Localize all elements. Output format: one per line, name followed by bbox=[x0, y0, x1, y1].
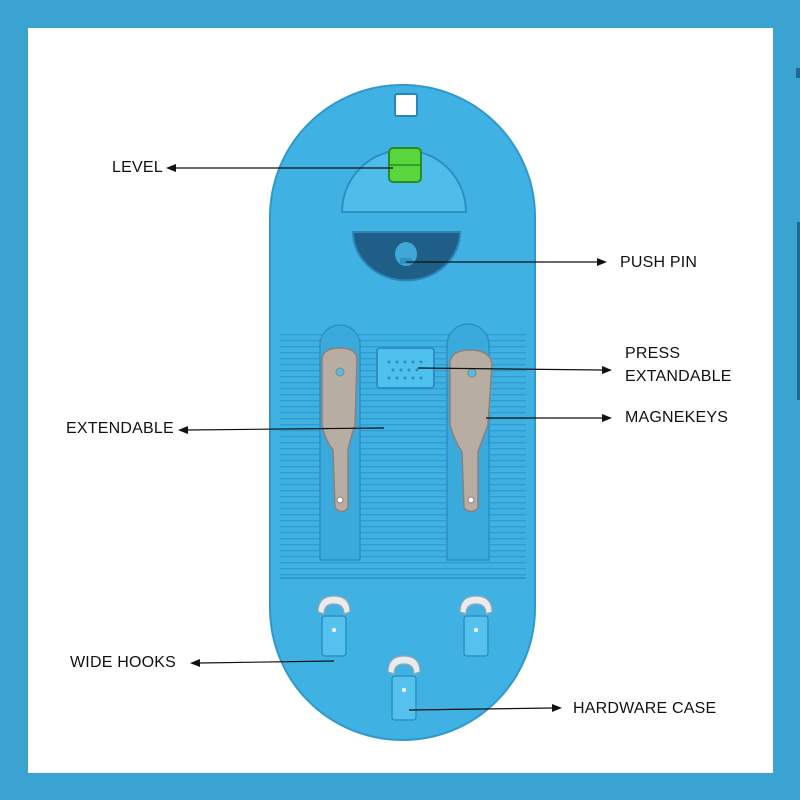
frame-edge-mark-top bbox=[796, 68, 800, 78]
callout-hardware-case bbox=[408, 704, 562, 712]
label-extandable: EXTANDABLE bbox=[625, 368, 732, 385]
wide-hook-bottom bbox=[387, 655, 421, 721]
wide-hook-right bbox=[459, 595, 493, 657]
label-press: PRESS bbox=[625, 345, 681, 362]
label-extendable: EXTENDABLE bbox=[66, 420, 174, 437]
magnekey-left bbox=[321, 347, 358, 513]
label-hardware-case: HARDWARE CASE bbox=[573, 700, 717, 717]
callout-wide-hooks bbox=[190, 659, 335, 667]
callout-extendable bbox=[178, 426, 385, 434]
callout-press-extandable bbox=[417, 366, 612, 374]
label-wide-hooks: WIDE HOOKS bbox=[70, 654, 177, 671]
wide-hook-left bbox=[317, 595, 351, 657]
hanging-hole bbox=[394, 93, 418, 117]
frame-edge-mark-right bbox=[797, 222, 800, 400]
label-magnekeys: MAGNEKEYS bbox=[625, 409, 729, 426]
label-push-pin: PUSH PIN bbox=[620, 254, 698, 271]
label-level: LEVEL bbox=[112, 159, 163, 176]
magnekey-right bbox=[449, 349, 493, 513]
